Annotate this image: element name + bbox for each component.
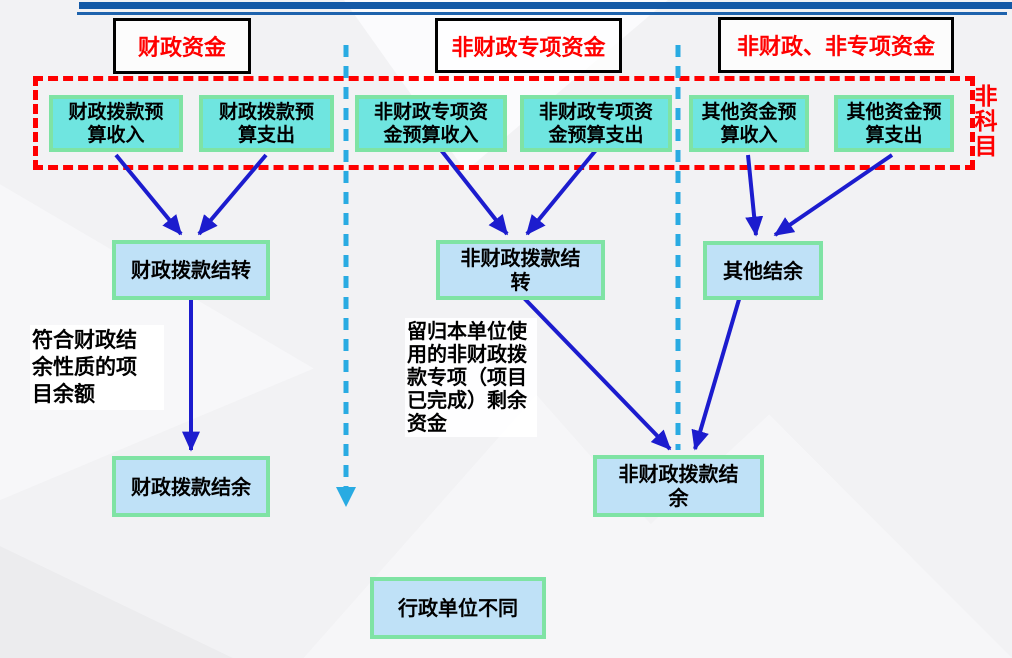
arrow-nonfiscal-carryforward-to-surplus <box>520 294 672 451</box>
header-label: 非财政专项资金 <box>451 35 606 61</box>
box-other-surplus: 其他结余 <box>703 241 823 300</box>
arrow-other-surplus-to-nonfiscal-surplus <box>691 295 742 451</box>
box-nonfiscal-special-budget-income: 非财政专项资 金预算收入 <box>355 95 507 152</box>
header-fiscal-funds: 财政资金 <box>113 18 251 74</box>
box-nonfiscal-appropriation-carryforward: 非财政拨款结 转 <box>436 240 605 300</box>
box-other-funds-budget-expense: 其他资金预 算支出 <box>834 95 954 152</box>
top-accent-line <box>77 12 1007 15</box>
box-fiscal-budget-income: 财政拨款预 算收入 <box>49 95 183 152</box>
header-label: 非财政、非专项资金 <box>736 35 935 60</box>
box-nonfiscal-appropriation-surplus: 非财政拨款结 余 <box>593 455 764 517</box>
header-nonfiscal-nonspecial-funds: 非财政、非专项资金 <box>718 17 954 73</box>
box-fiscal-appropriation-surplus: 财政拨款结余 <box>112 456 270 517</box>
box-fiscal-appropriation-carryforward: 财政拨款结转 <box>112 240 270 300</box>
note-fiscal-surplus-nature: 符合财政结 余性质的项 目余额 <box>30 325 164 410</box>
header-nonfiscal-special-funds: 非财政专项资金 <box>435 18 622 73</box>
box-other-funds-budget-income: 其他资金预 算收入 <box>689 95 809 152</box>
box-administrative-unit-difference: 行政单位不同 <box>370 577 546 639</box>
non-subject-vertical-label: 非科目 <box>970 84 996 159</box>
header-label: 财政资金 <box>137 36 226 61</box>
top-accent-bar <box>79 2 1012 9</box>
box-fiscal-budget-expense: 财政拨款预 算支出 <box>199 95 334 152</box>
note-retained-nonfiscal-funds: 留归本单位使 用的非财政拨 款专项（项目 已完成）剩余 资金 <box>405 318 537 437</box>
box-nonfiscal-special-budget-expense: 非财政专项资 金预算支出 <box>520 95 672 152</box>
